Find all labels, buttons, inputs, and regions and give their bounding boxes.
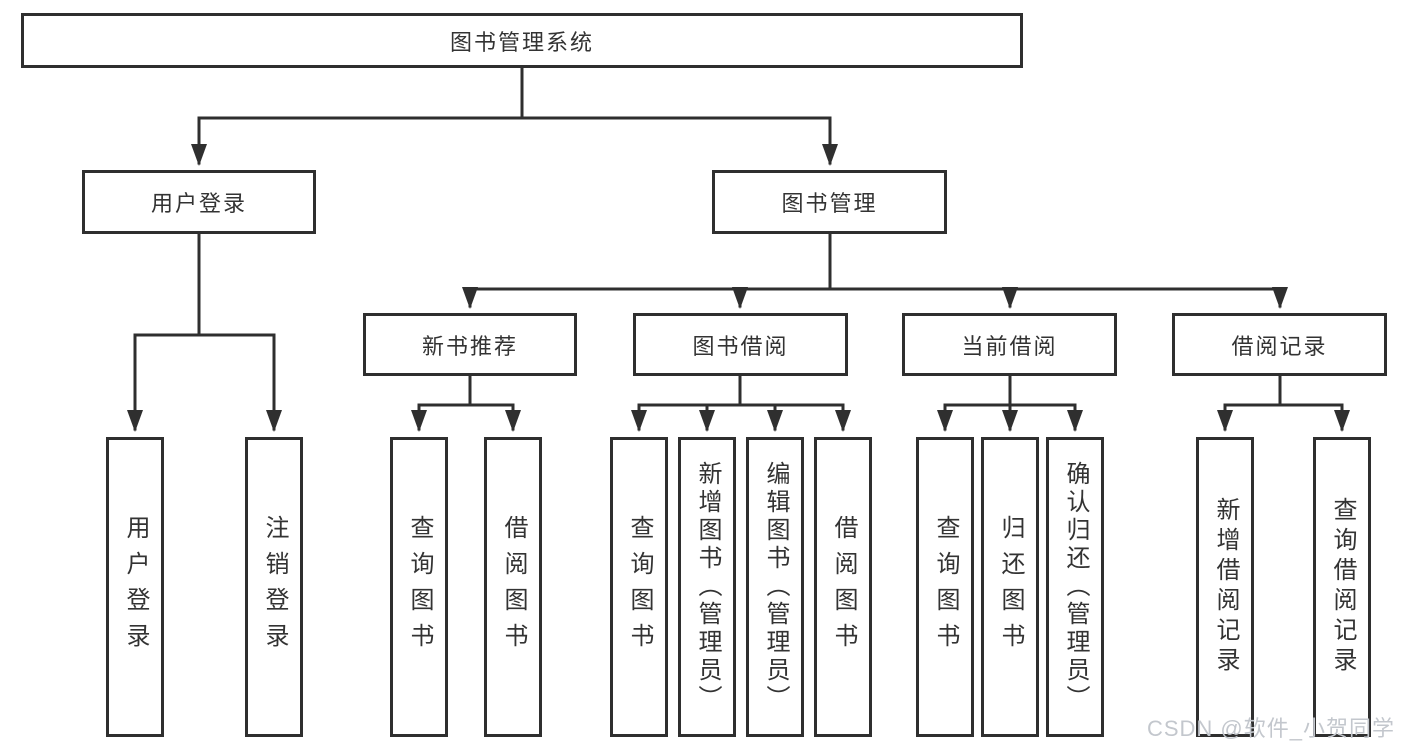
leaf-borrow-books-borrowing-label: 借阅图书 [830, 515, 857, 659]
leaf-user-login: 用户登录 [106, 437, 164, 737]
leaf-return-book: 归还图书 [981, 437, 1039, 737]
node-new-book-recommend-label: 新书推荐 [421, 333, 518, 359]
node-user-login: 用户登录 [82, 170, 316, 234]
leaf-add-book-admin: 新增图书（管理员） [678, 437, 736, 737]
leaf-query-books-recommend: 查询图书 [390, 437, 448, 737]
leaf-query-books-borrowing-label: 查询图书 [626, 515, 653, 659]
leaf-user-login-label: 用户登录 [122, 515, 149, 659]
leaf-return-book-label: 归还图书 [997, 515, 1024, 659]
node-book-management-label: 图书管理 [781, 191, 878, 216]
leaf-add-borrow-record-label: 新增借阅记录 [1212, 497, 1239, 677]
leaf-add-borrow-record: 新增借阅记录 [1196, 437, 1254, 737]
leaf-borrow-books-borrowing: 借阅图书 [814, 437, 872, 737]
node-root-label: 图书管理系统 [449, 29, 594, 55]
leaf-borrow-books-recommend-label: 借阅图书 [500, 515, 527, 659]
node-borrowing-records: 借阅记录 [1172, 313, 1387, 376]
node-borrowing-records-label: 借阅记录 [1231, 333, 1328, 359]
leaf-borrow-books-recommend: 借阅图书 [484, 437, 542, 737]
leaf-logout: 注销登录 [245, 437, 303, 737]
leaf-edit-book-admin: 编辑图书（管理员） [746, 437, 804, 737]
leaf-query-books-current-label: 查询图书 [932, 515, 959, 659]
watermark: CSDN @软件_小贺同学 [1146, 716, 1395, 741]
leaf-query-books-borrowing: 查询图书 [610, 437, 668, 737]
node-book-borrowing: 图书借阅 [633, 313, 848, 376]
leaf-query-books-current: 查询图书 [916, 437, 974, 737]
leaf-query-borrow-record: 查询借阅记录 [1313, 437, 1371, 737]
node-book-management: 图书管理 [712, 170, 947, 234]
leaf-confirm-return-admin: 确认归还（管理员） [1046, 437, 1104, 737]
node-book-borrowing-label: 图书借阅 [692, 333, 789, 359]
leaf-logout-label: 注销登录 [261, 515, 288, 659]
leaf-confirm-return-admin-label: 确认归还（管理员） [1062, 461, 1089, 713]
node-current-borrowing-label: 当前借阅 [961, 333, 1058, 359]
leaf-query-borrow-record-label: 查询借阅记录 [1329, 497, 1356, 677]
node-new-book-recommend: 新书推荐 [363, 313, 577, 376]
node-current-borrowing: 当前借阅 [902, 313, 1117, 376]
leaf-add-book-admin-label: 新增图书（管理员） [694, 461, 721, 713]
leaf-query-books-recommend-label: 查询图书 [406, 515, 433, 659]
node-user-login-label: 用户登录 [150, 191, 247, 216]
node-root: 图书管理系统 [21, 13, 1023, 68]
leaf-edit-book-admin-label: 编辑图书（管理员） [762, 461, 789, 713]
